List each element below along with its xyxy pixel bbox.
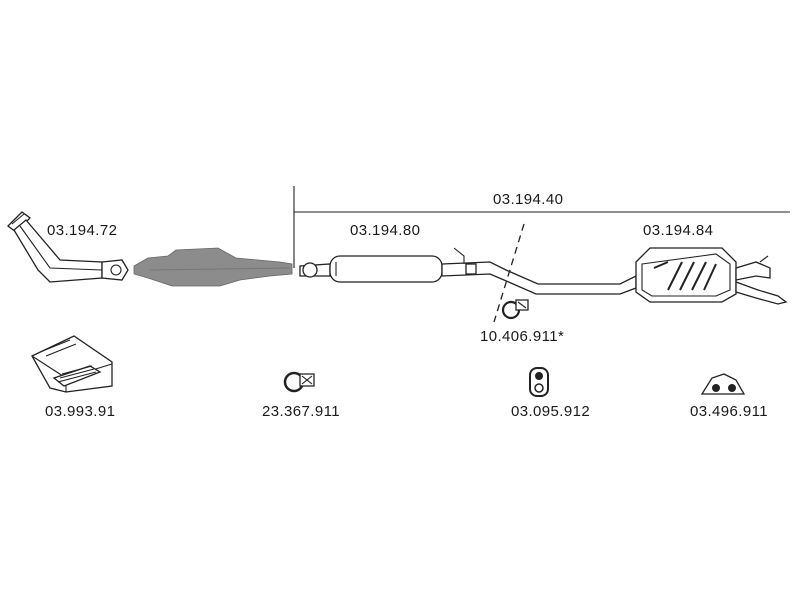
center-section-bracket [293,186,790,268]
mounting-kit-part[interactable] [31,335,113,393]
middle-muffler-part[interactable] [299,247,637,295]
rear-muffler-part[interactable] [635,247,788,305]
rear-muffler-label: 03.194.84 [643,222,713,239]
catalytic-converter-part[interactable] [133,247,293,287]
rubber-hanger-label: 03.496.911 [690,403,768,420]
clamp-label: 23.367.911 [262,403,340,420]
middle-muffler-label: 03.194.80 [350,222,420,239]
mounting-kit-label: 03.993.91 [45,403,115,420]
clamp-part[interactable] [283,371,315,393]
front-pipe-part[interactable] [7,211,129,283]
cut-line [493,223,525,323]
rubber-hanger-part[interactable] [700,373,746,395]
rubber-mount-part[interactable] [529,367,549,397]
clamp-small-label: 10.406.911* [480,328,564,345]
rubber-mount-label: 03.095.912 [511,403,590,420]
center-section-label: 03.194.40 [493,191,563,208]
clamp-small-part[interactable] [501,299,529,320]
front-pipe-label: 03.194.72 [47,222,117,239]
